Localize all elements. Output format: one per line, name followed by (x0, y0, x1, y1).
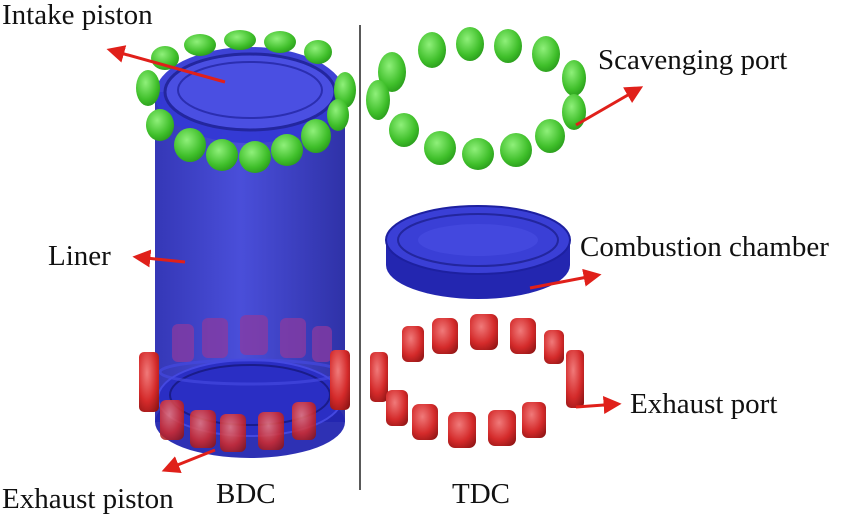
scavenging-port-ring-tdc (366, 27, 586, 170)
exhaust-port-ring-bdc-front (139, 350, 350, 452)
tdc-label: TDC (452, 478, 510, 510)
scavenging-port-label: Scavenging port (598, 44, 788, 76)
arrow-exhaust-port (575, 396, 622, 415)
intake-piston-label: Intake piston (2, 0, 153, 31)
combustion-chamber-label: Combustion chamber (580, 231, 829, 263)
arrow-exhaust-piston (161, 448, 216, 474)
exhaust-piston-label: Exhaust piston (2, 483, 174, 515)
exhaust-port-ring-bdc-back (172, 315, 332, 362)
arrow-intake-piston (106, 45, 226, 84)
intake-piston (155, 47, 345, 143)
liner-label: Liner (48, 240, 111, 272)
scavenging-port-ring-bdc (136, 30, 356, 173)
combustion-chamber (385, 205, 571, 299)
arrow-combustion-chamber (529, 268, 602, 290)
annotation-arrows (106, 45, 644, 474)
exhaust-port-label: Exhaust port (630, 388, 778, 420)
bdc-label: BDC (216, 478, 276, 510)
arrow-liner (132, 249, 186, 268)
exhaust-port-ring-tdc (370, 314, 584, 448)
arrow-scavenging-port (575, 86, 644, 127)
